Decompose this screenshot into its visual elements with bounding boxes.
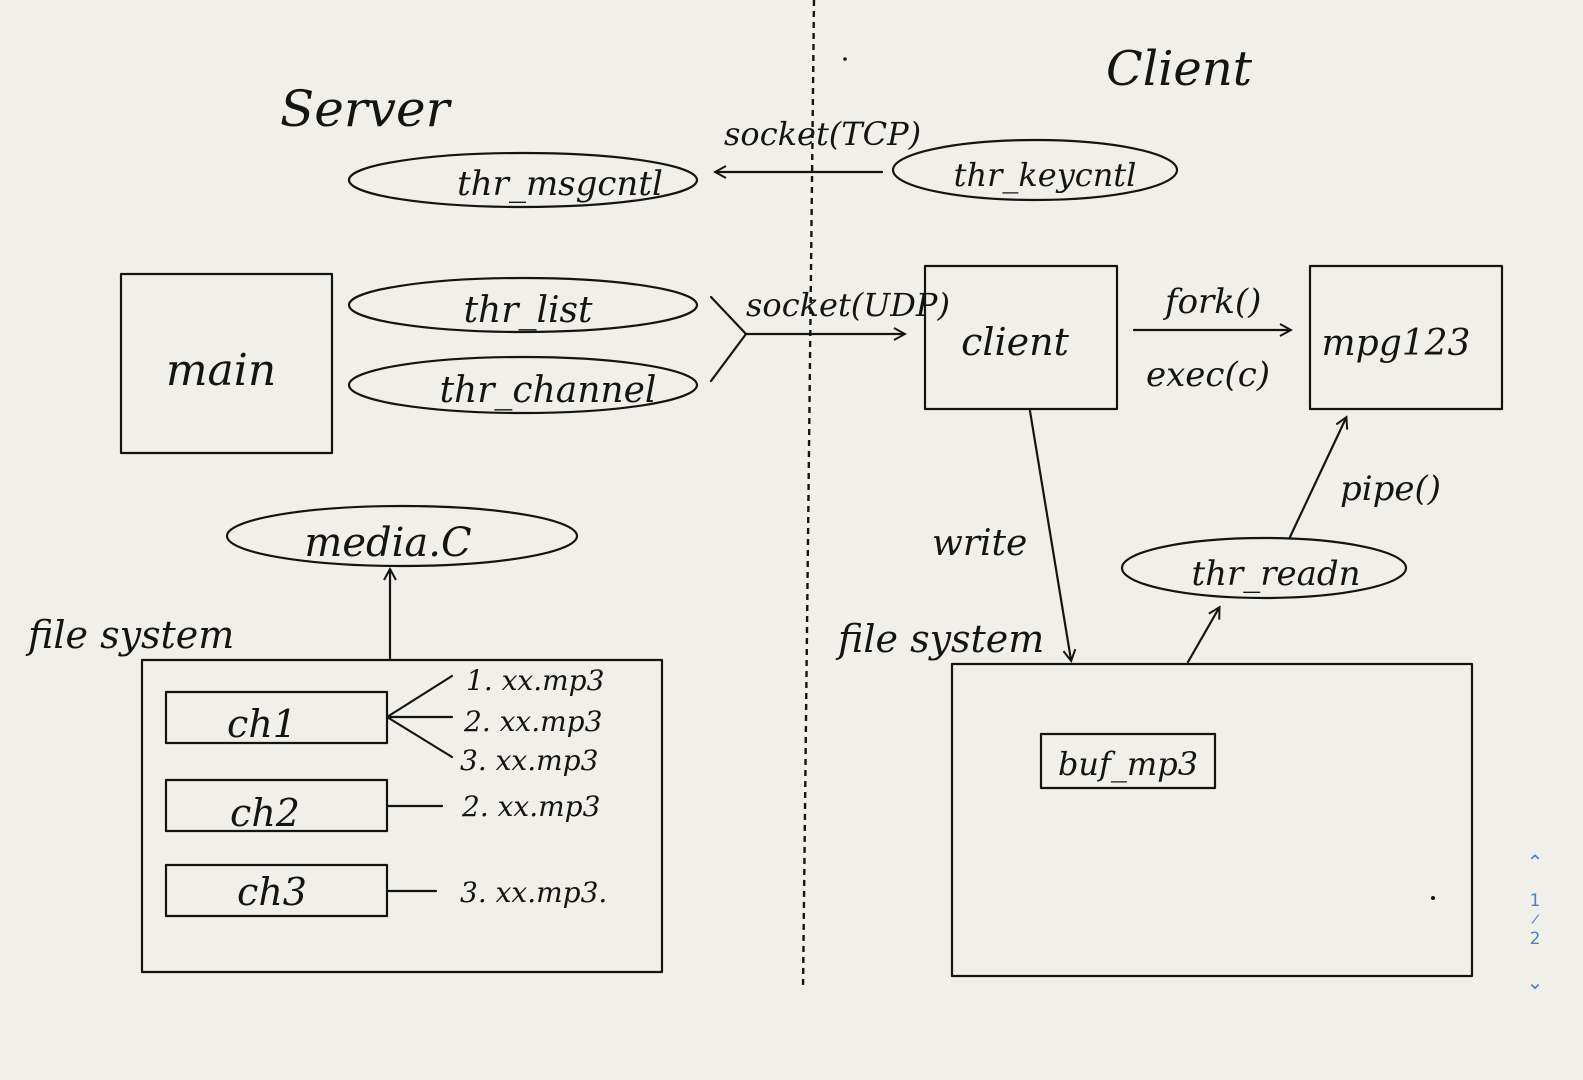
total-pages: 2 [1529, 929, 1541, 949]
ch1-file-3: 3. xx.mp3 [460, 744, 598, 777]
ink-dot [843, 57, 847, 61]
server-heading: Server [280, 80, 453, 138]
player-label: mpg123 [1322, 323, 1471, 364]
chevron-up-icon[interactable]: ⌃ [1526, 850, 1544, 874]
thread-channel: thr_channel [347, 355, 699, 415]
thread-channel-label: thr_channel [440, 370, 657, 411]
ch1-file-1: 1. xx.mp3 [466, 664, 604, 697]
thread-readn-label: thr_readn [1191, 554, 1360, 594]
channel-ch2: ch2 [164, 778, 389, 835]
media-file: media.C [225, 504, 579, 568]
channel-ch2-label: ch2 [230, 791, 300, 835]
exec-label: exec(c) [1146, 355, 1270, 395]
client-fs-label: file system [835, 617, 1044, 661]
channel-ch3: ch3 [164, 863, 389, 918]
client-box: client [923, 264, 1119, 411]
server-fs-label: file system [25, 613, 234, 657]
main-label: main [166, 345, 276, 396]
divider-line [801, 0, 816, 991]
buffer-box: buf_mp3 [1039, 732, 1217, 790]
thread-keycntl: thr_keycntl [891, 138, 1179, 202]
ch3-file-1: 3. xx.mp3. [460, 876, 607, 909]
ch2-file-1: 2. xx.mp3 [461, 790, 600, 823]
pipe-label: pipe() [1340, 469, 1441, 509]
channel-ch3-label: ch3 [237, 870, 307, 914]
thread-keycntl-label: thr_keycntl [954, 156, 1137, 194]
client-filesystem-box [950, 662, 1474, 978]
main-box: main [119, 272, 334, 455]
media-label: media.C [304, 520, 471, 566]
udp-label: socket(UDP) [746, 286, 950, 324]
ink-dot [1431, 896, 1435, 900]
thread-list-label: thr_list [464, 290, 593, 331]
server-filesystem-box [140, 658, 664, 974]
chevron-down-icon[interactable]: ⌄ [1526, 970, 1544, 994]
write-label: write [932, 523, 1027, 564]
thread-msgcntl-label: thr_msgcntl [457, 164, 663, 204]
client-label: client [961, 320, 1070, 364]
pipe-arrow [1288, 418, 1346, 539]
ch1-fanout [385, 674, 454, 759]
fs-to-readn-arrow [1186, 608, 1219, 664]
current-page: 1 [1529, 891, 1541, 911]
client-heading: Client [1106, 41, 1253, 97]
thread-msgcntl: thr_msgcntl [347, 151, 699, 209]
tcp-label: socket(TCP) [724, 115, 921, 153]
thread-readn: thr_readn [1120, 536, 1408, 600]
channel-ch1: ch1 [164, 690, 389, 746]
ch1-file-2: 2. xx.mp3 [463, 705, 602, 738]
buffer-label: buf_mp3 [1058, 745, 1198, 783]
channel-ch1-label: ch1 [227, 702, 297, 746]
fork-label: fork() [1162, 282, 1261, 322]
player-box: mpg123 [1308, 264, 1504, 411]
udp-merge-chevron [709, 295, 748, 383]
page-navigator: ⌃ 1 / 2 ⌄ [1522, 852, 1548, 1022]
thread-list: thr_list [347, 276, 699, 334]
write-arrow [1028, 409, 1071, 660]
